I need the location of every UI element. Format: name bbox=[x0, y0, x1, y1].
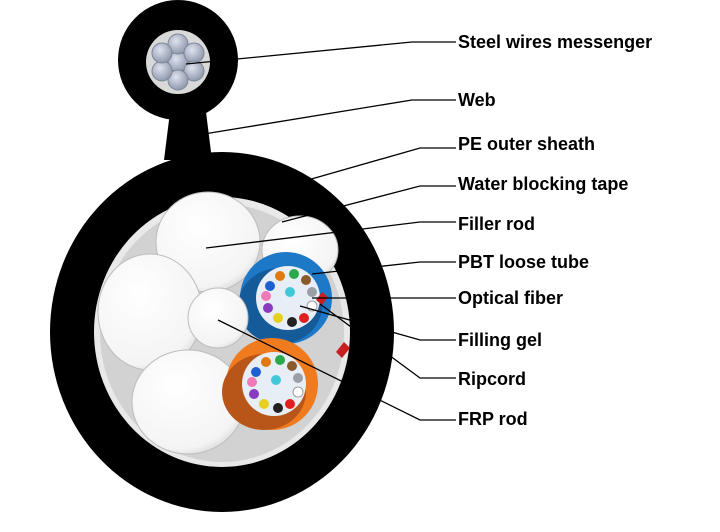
optical-fiber bbox=[273, 403, 283, 413]
optical-fiber bbox=[273, 313, 283, 323]
leader-pbt-loose-tube bbox=[311, 261, 456, 275]
optical-fiber bbox=[299, 313, 309, 323]
optical-fiber bbox=[261, 291, 271, 301]
optical-fiber bbox=[249, 389, 259, 399]
optical-fiber bbox=[261, 357, 271, 367]
pbt-loose-tube-blue bbox=[238, 252, 332, 344]
leader-pe-outer-sheath bbox=[265, 147, 456, 193]
steel-wire bbox=[151, 42, 173, 64]
optical-fibers bbox=[261, 269, 318, 327]
leader-steel-wires bbox=[185, 41, 456, 65]
messenger bbox=[118, 0, 238, 120]
optical-fiber bbox=[292, 386, 304, 398]
leader-ripcord bbox=[319, 303, 456, 379]
leader-filling-gel bbox=[299, 305, 456, 341]
optical-fiber bbox=[259, 399, 269, 409]
ripcord bbox=[336, 342, 350, 358]
steel-wire bbox=[167, 33, 189, 55]
label-filler-rod: Filler rod bbox=[458, 214, 535, 234]
label-optical-fiber: Optical fiber bbox=[458, 288, 563, 308]
label-web: Web bbox=[458, 90, 496, 110]
optical-fiber bbox=[263, 303, 273, 313]
optical-fiber bbox=[265, 281, 275, 291]
leader-frp-rod bbox=[217, 319, 456, 421]
optical-fiber bbox=[275, 355, 285, 365]
optical-fiber bbox=[285, 287, 295, 297]
steel-wire bbox=[183, 60, 205, 82]
frp-rod bbox=[187, 287, 249, 349]
label-pbt-loose-tube: PBT loose tube bbox=[458, 252, 589, 272]
pbt-loose-tube-orange bbox=[222, 338, 318, 430]
label-water-blocking-tape: Water blocking tape bbox=[458, 174, 628, 194]
optical-fiber bbox=[301, 275, 311, 285]
label-filling-gel: Filling gel bbox=[458, 330, 542, 350]
steel-wires bbox=[151, 33, 205, 91]
filler-rods bbox=[97, 191, 339, 455]
labels: Steel wires messenger Web PE outer sheat… bbox=[458, 32, 652, 429]
optical-fiber bbox=[275, 271, 285, 281]
optical-fiber bbox=[287, 361, 297, 371]
label-pe-outer-sheath: PE outer sheath bbox=[458, 134, 595, 154]
optical-fiber bbox=[293, 373, 303, 383]
optical-fiber bbox=[287, 317, 297, 327]
optical-fiber bbox=[271, 375, 281, 385]
steel-wire bbox=[183, 42, 205, 64]
web bbox=[164, 112, 212, 160]
optical-fibers bbox=[247, 355, 304, 413]
leader-filler-rod bbox=[205, 221, 456, 249]
main-cable bbox=[50, 152, 394, 512]
optical-fiber bbox=[289, 269, 299, 279]
steel-wire bbox=[151, 60, 173, 82]
leader-lines bbox=[185, 41, 456, 421]
optical-fiber bbox=[247, 377, 257, 387]
leader-web bbox=[203, 99, 456, 135]
label-frp-rod: FRP rod bbox=[458, 409, 528, 429]
leader-water-blocking-tape bbox=[281, 185, 456, 223]
label-ripcord: Ripcord bbox=[458, 369, 526, 389]
steel-wire bbox=[167, 69, 189, 91]
label-steel-wires-messenger: Steel wires messenger bbox=[458, 32, 652, 52]
optical-fiber bbox=[251, 367, 261, 377]
optical-fiber bbox=[285, 399, 295, 409]
optical-fiber bbox=[307, 287, 317, 297]
